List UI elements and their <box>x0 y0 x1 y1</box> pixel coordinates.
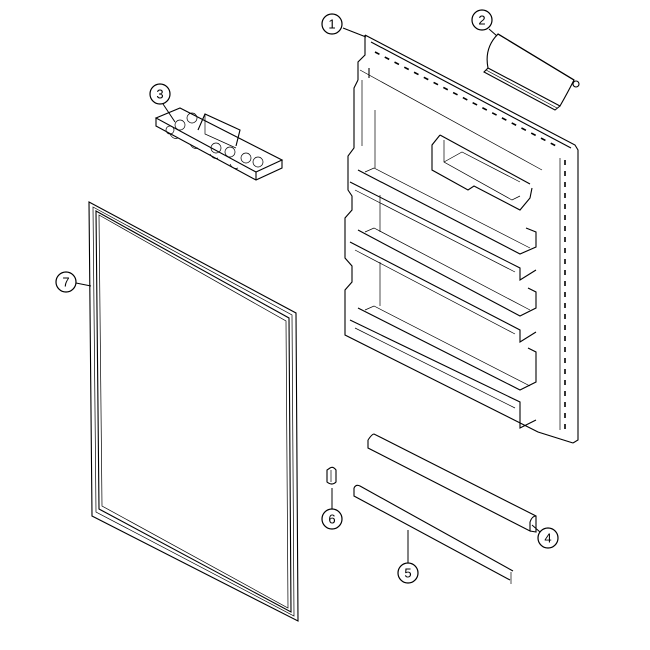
door-gasket-part[interactable] <box>88 201 299 622</box>
callout-7[interactable]: 7 <box>55 271 92 293</box>
egg-tray-part[interactable] <box>154 107 284 181</box>
clip-part[interactable] <box>326 466 337 485</box>
shelf-bar-upper-part[interactable] <box>367 433 537 533</box>
callout-3[interactable]: 3 <box>149 83 176 123</box>
callout-7-label: 7 <box>62 275 69 290</box>
callout-5-label: 5 <box>404 566 411 581</box>
callout-6-label: 6 <box>328 512 335 527</box>
callout-4-label: 4 <box>544 531 551 546</box>
callout-4[interactable]: 4 <box>531 524 559 549</box>
callout-2[interactable]: 2 <box>471 9 498 37</box>
callout-6[interactable]: 6 <box>321 488 343 530</box>
callout-5[interactable]: 5 <box>397 530 419 584</box>
callout-1[interactable]: 1 <box>321 13 367 38</box>
door-liner-part[interactable] <box>344 34 579 444</box>
callout-3-label: 3 <box>156 87 163 102</box>
callout-2-label: 2 <box>478 13 485 28</box>
callout-1-label: 1 <box>328 17 335 32</box>
shelf-bar-lower-part[interactable] <box>353 484 514 584</box>
dairy-door-part[interactable] <box>483 33 580 111</box>
